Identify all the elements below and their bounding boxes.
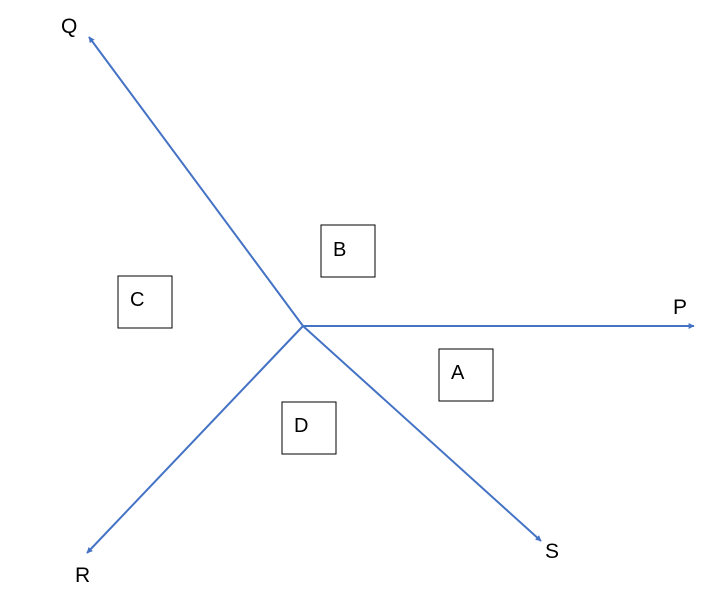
region-box-d: D — [281, 401, 337, 455]
region-label-d: D — [294, 415, 308, 437]
region-label-a: A — [451, 362, 465, 384]
ray-r — [86, 325, 304, 554]
region-box-a: A — [438, 348, 494, 402]
region-box-b: B — [320, 224, 376, 278]
region-box-c: C — [117, 275, 173, 329]
ray-q — [88, 36, 304, 327]
ray-label-s: S — [545, 540, 559, 563]
ray-s — [302, 325, 542, 542]
ray-label-p: P — [673, 296, 687, 319]
ray-label-q: Q — [61, 15, 77, 38]
region-label-c: C — [130, 289, 144, 311]
region-label-b: B — [333, 239, 346, 261]
ray-label-r: R — [75, 564, 90, 587]
